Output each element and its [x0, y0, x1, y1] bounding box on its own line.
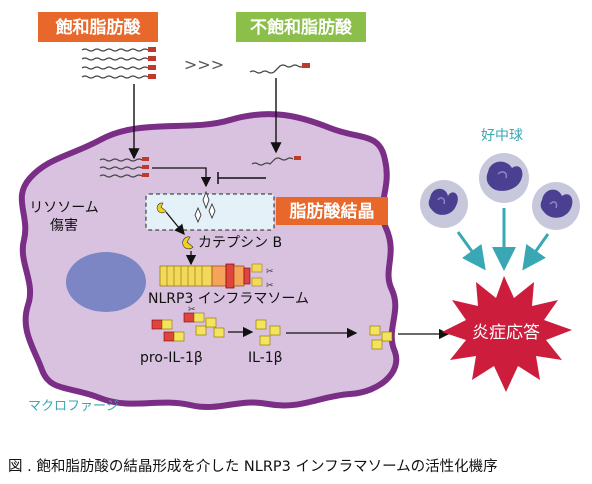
neutrophil-right	[532, 182, 580, 230]
saturated-fa-chains	[81, 47, 156, 79]
unsaturated-fa-chain	[249, 63, 310, 74]
cathepsin-b-icon	[182, 236, 194, 250]
pro-il1b-label: pro-IL-1β	[140, 350, 203, 366]
nucleus	[66, 252, 146, 312]
neutrophil-left	[420, 180, 468, 228]
cathepsin-release-arrow	[165, 211, 185, 236]
cathepsin-in-lysosome	[156, 202, 167, 214]
macrophage-cell	[18, 111, 400, 411]
cathepsin-b-label: カテプシン B	[198, 235, 282, 251]
il1b-label: IL-1β	[248, 350, 283, 366]
lysosome-damage-label-2: 傷害	[50, 218, 78, 234]
fa-crystals	[194, 190, 216, 224]
figure-caption: 図 . 飽和脂肪酸の結晶形成を介した NLRP3 インフラマソームの活性化機序	[8, 459, 498, 475]
inflammation-burst	[442, 276, 572, 392]
macrophage-label: マクロファージ	[28, 399, 119, 414]
fa-crystal-box	[276, 197, 388, 225]
comparison-symbol: >>>	[184, 55, 224, 74]
pro-il1b-cluster: ✂	[151, 305, 225, 342]
svg-text:✂: ✂	[266, 281, 274, 291]
saturated-fa-box	[38, 12, 158, 42]
secreted-il1b	[369, 325, 393, 350]
neutrophil-label: 好中球	[481, 128, 523, 144]
lysosome-damage-label-1: リソソーム	[29, 200, 99, 216]
svg-text:✂: ✂	[188, 305, 196, 315]
fa-crystal-label: 脂肪酸結晶	[290, 201, 375, 222]
saturated-fa-label: 飽和脂肪酸	[55, 17, 142, 38]
svg-text:✂: ✂	[266, 267, 274, 277]
il1b-cluster	[255, 319, 281, 346]
crystal-formation-arrow	[152, 167, 212, 188]
nlrp3-label: NLRP3 インフラマソーム	[148, 291, 309, 307]
inflammation-label: 炎症応答	[472, 323, 540, 343]
neutrophil-arrow-right	[522, 233, 550, 271]
unsaturated-fa-label: 不飽和脂肪酸	[250, 17, 353, 38]
nlrp3-complex: ✂ ✂	[159, 263, 274, 291]
intracellular-unsaturated-fa	[251, 156, 301, 166]
intracellular-saturated-fa	[99, 157, 149, 178]
neutrophil-arrow-left	[456, 231, 486, 271]
inhibition-line	[217, 172, 266, 184]
unsaturated-fa-box	[236, 12, 366, 42]
neutrophil-center	[479, 153, 529, 203]
